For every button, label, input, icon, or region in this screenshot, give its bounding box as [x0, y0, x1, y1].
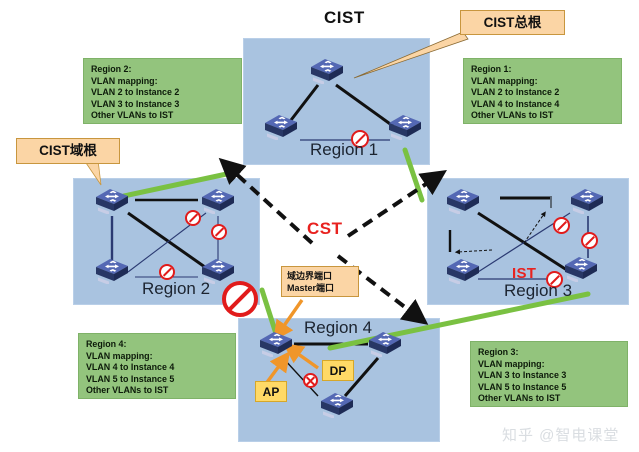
region-1-links [286, 83, 394, 141]
switch-icon[interactable] [568, 188, 606, 214]
switch-icon[interactable] [199, 188, 237, 214]
switch-icon[interactable] [562, 256, 600, 282]
cst-link-to-r2 [218, 157, 314, 245]
switch-icon[interactable] [308, 58, 346, 84]
region-label-4: Region 4 [304, 318, 373, 337]
blocked-port-icon[interactable] [581, 232, 598, 249]
cist-total-root-leader [353, 31, 469, 79]
switch-icon[interactable] [444, 258, 482, 284]
switch-icon[interactable] [366, 331, 404, 357]
blocked-port-icon[interactable] [211, 224, 227, 240]
ap-tag[interactable]: AP [255, 381, 287, 402]
switch-icon[interactable] [262, 114, 300, 140]
cist-total-root-callout[interactable]: CIST总根 [460, 10, 565, 35]
blocked-port-icon[interactable] [546, 271, 563, 288]
dp-tag[interactable]: DP [322, 360, 354, 381]
region-2-info-box: Region 2: VLAN mapping: VLAN 2 to Instan… [83, 58, 242, 124]
region-1-info-box: Region 1: VLAN mapping: VLAN 2 to Instan… [463, 58, 622, 124]
switch-icon[interactable] [318, 392, 356, 418]
blocked-port-icon[interactable] [351, 130, 369, 148]
cst-link-to-r4 [336, 254, 429, 325]
boundary-master-port-callout[interactable]: 域边界端口 Master端口 [281, 266, 359, 297]
blocked-port-icon[interactable] [185, 210, 201, 226]
region-label-2: Region 2 [142, 279, 211, 298]
region-label-3: Region 3 [504, 281, 573, 300]
switch-icon[interactable] [386, 114, 424, 140]
switch-icon[interactable] [199, 258, 237, 284]
watermark: 知乎 @智电课堂 [502, 427, 620, 444]
switch-icon[interactable] [257, 331, 295, 357]
blocked-port-icon[interactable] [303, 373, 318, 388]
blocked-port-icon[interactable] [553, 217, 570, 234]
region-4-info-box: Region 4: VLAN mapping: VLAN 4 to Instan… [78, 333, 236, 399]
boundary-port-leader [273, 299, 304, 342]
cist-region-root-callout[interactable]: CIST域根 [16, 138, 120, 164]
cst-links [218, 157, 447, 325]
switch-icon[interactable] [444, 188, 482, 214]
ist-label: IST [512, 265, 537, 282]
switch-icon[interactable] [93, 258, 131, 284]
blocked-port-icon[interactable] [222, 281, 258, 317]
region-label-1: Region 1 [310, 140, 379, 159]
switch-icon[interactable] [93, 188, 131, 214]
cst-label: CST [307, 219, 343, 238]
blocked-port-icon[interactable] [159, 264, 175, 280]
region-3-info-box: Region 3: VLAN mapping: VLAN 3 to Instan… [470, 341, 628, 407]
green-link-r1-r2 [121, 169, 239, 199]
dp-leader [282, 343, 319, 370]
page-title: CIST [324, 8, 365, 27]
